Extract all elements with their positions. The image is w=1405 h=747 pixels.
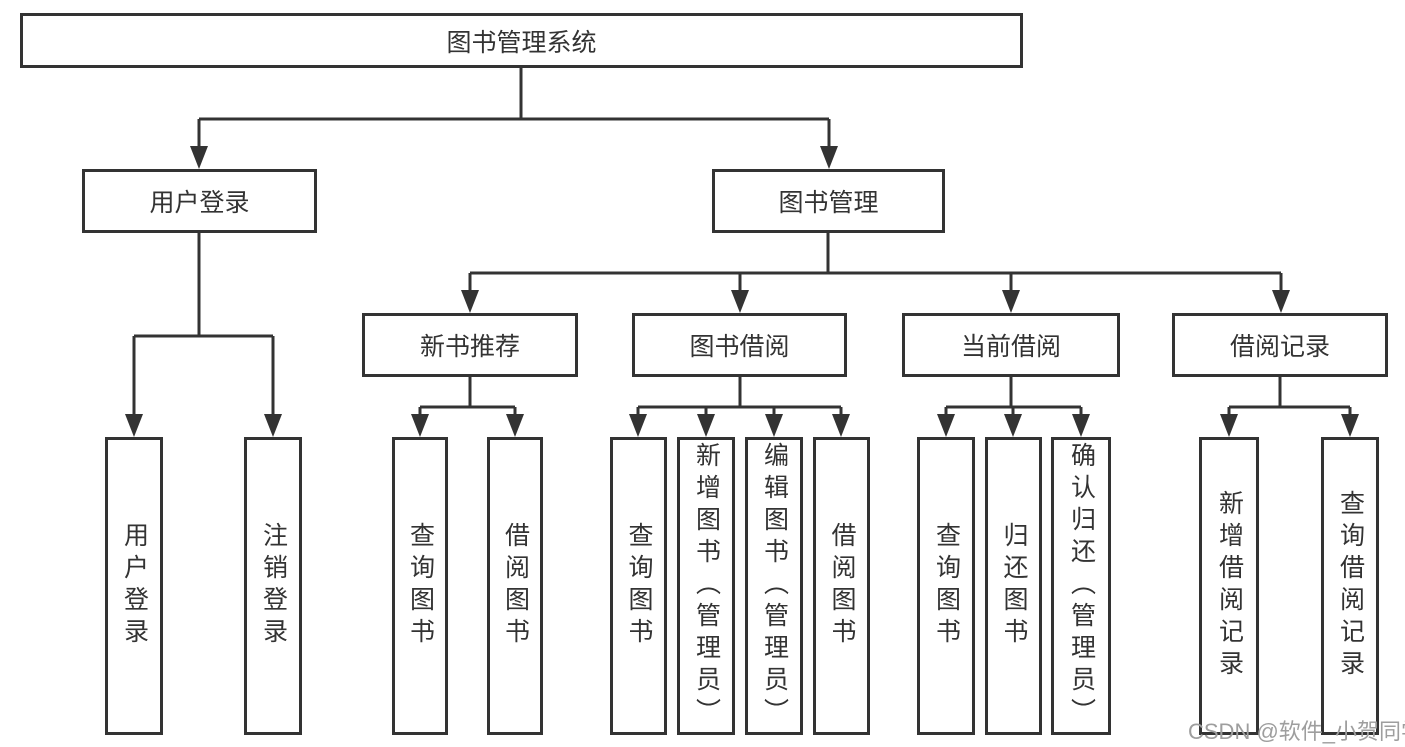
node-borrow-records-label: 借阅记录 bbox=[1229, 333, 1330, 361]
leaf-newbook-query-books: 查询图书 bbox=[392, 437, 448, 735]
leaf-records-query-borrow-record: 查询借阅记录 bbox=[1321, 437, 1379, 735]
node-user-login-label: 用户登录 bbox=[149, 189, 250, 217]
leaf-current-query-books-label: 查询图书 bbox=[932, 522, 961, 650]
leaf-records-add-borrow-record: 新增借阅记录 bbox=[1199, 437, 1259, 735]
node-new-book-recommend: 新书推荐 bbox=[362, 313, 578, 377]
leaf-user-login-label: 用户登录 bbox=[120, 522, 149, 650]
leaf-current-return-books-label: 归还图书 bbox=[1000, 522, 1028, 650]
node-new-book-recommend-label: 新书推荐 bbox=[419, 333, 520, 361]
node-user-login: 用户登录 bbox=[82, 169, 317, 233]
leaf-records-query-borrow-record-label: 查询借阅记录 bbox=[1336, 490, 1365, 682]
leaf-newbook-borrow-books-label: 借阅图书 bbox=[501, 522, 530, 650]
node-current-borrowing: 当前借阅 bbox=[902, 313, 1120, 377]
node-current-borrowing-label: 当前借阅 bbox=[960, 333, 1061, 361]
leaf-current-query-books: 查询图书 bbox=[917, 437, 975, 735]
node-borrow-records: 借阅记录 bbox=[1172, 313, 1388, 377]
leaf-borrowing-add-books-admin-label: 新增图书（管理员） bbox=[692, 442, 721, 730]
node-book-borrowing-label: 图书借阅 bbox=[689, 333, 790, 361]
node-book-borrowing: 图书借阅 bbox=[632, 313, 847, 377]
leaf-current-confirm-return-admin: 确认归还（管理员） bbox=[1051, 437, 1111, 735]
leaf-records-add-borrow-record-label: 新增借阅记录 bbox=[1215, 490, 1244, 682]
leaf-user-login: 用户登录 bbox=[105, 437, 163, 735]
leaf-borrowing-edit-books-admin: 编辑图书（管理员） bbox=[745, 437, 803, 735]
node-library-system-label: 图书管理系统 bbox=[446, 28, 597, 57]
leaf-current-confirm-return-admin-label: 确认归还（管理员） bbox=[1067, 442, 1096, 730]
leaf-borrowing-borrow-books-label: 借阅图书 bbox=[828, 522, 856, 650]
leaf-newbook-borrow-books: 借阅图书 bbox=[487, 437, 543, 735]
leaf-borrowing-query-books-label: 查询图书 bbox=[625, 522, 653, 650]
leaf-user-logout-label: 注销登录 bbox=[259, 522, 288, 650]
node-book-management-label: 图书管理 bbox=[778, 189, 879, 217]
node-library-system: 图书管理系统 bbox=[20, 13, 1023, 68]
leaf-borrowing-query-books: 查询图书 bbox=[610, 437, 667, 735]
node-book-management: 图书管理 bbox=[712, 169, 945, 233]
leaf-borrowing-add-books-admin: 新增图书（管理员） bbox=[677, 437, 735, 735]
leaf-newbook-query-books-label: 查询图书 bbox=[406, 522, 435, 650]
csdn-watermark: CSDN @软件_小贺同学 bbox=[1188, 719, 1405, 744]
leaf-user-logout: 注销登录 bbox=[244, 437, 302, 735]
leaf-borrowing-edit-books-admin-label: 编辑图书（管理员） bbox=[760, 442, 789, 730]
leaf-borrowing-borrow-books: 借阅图书 bbox=[813, 437, 870, 735]
leaf-current-return-books: 归还图书 bbox=[985, 437, 1042, 735]
